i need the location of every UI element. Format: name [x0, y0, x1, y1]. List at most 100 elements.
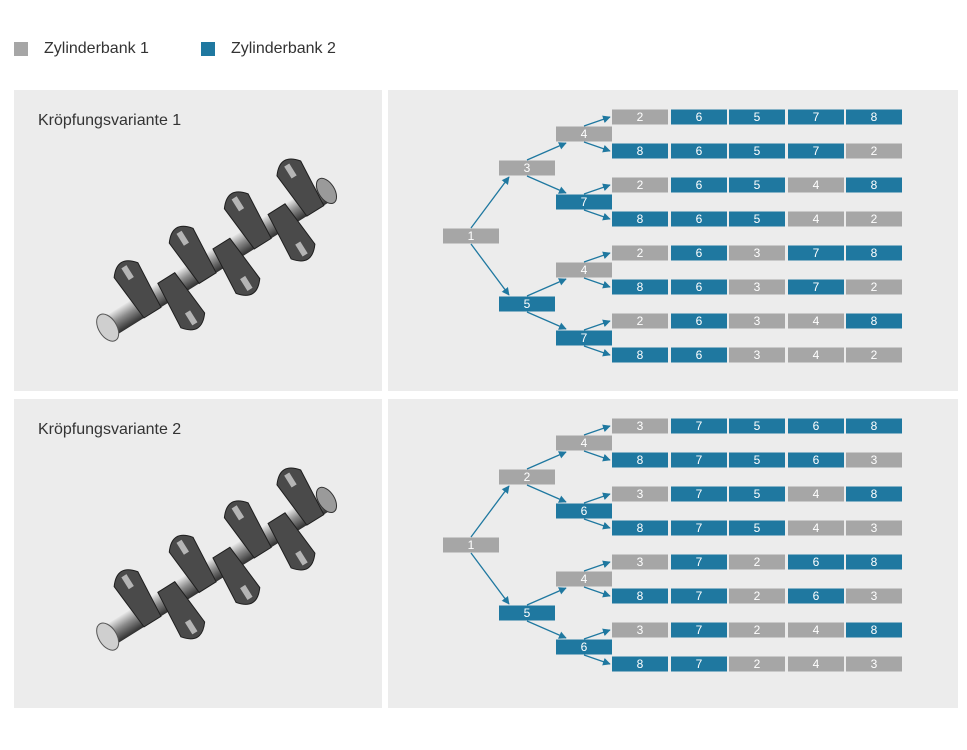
firing-node-l2-box	[556, 262, 612, 278]
firing-node-l2-label: 4	[581, 263, 588, 277]
branch-arrow	[526, 175, 567, 194]
branch-arrow	[470, 243, 510, 296]
firing-sequence-cell-box	[788, 245, 844, 261]
firing-node-l2-box	[556, 435, 612, 451]
firing-sequence-cell-box	[612, 143, 668, 159]
branch-arrow	[583, 183, 611, 195]
firing-sequence-cell-box	[846, 554, 902, 570]
firing-sequence-cell-label: 3	[754, 246, 761, 260]
firing-sequence-cell-label: 6	[696, 280, 703, 294]
crankshaft-icon	[96, 467, 338, 651]
firing-sequence-cell-label: 8	[637, 657, 644, 671]
firing-sequence-cell-label: 5	[754, 144, 761, 158]
firing-sequence-cell-box	[729, 622, 785, 638]
firing-sequence-cell-box	[612, 211, 668, 227]
firing-node-l1-box	[499, 469, 555, 485]
firing-sequence-cell-label: 8	[871, 314, 878, 328]
firing-sequence-cell-label: 5	[754, 453, 761, 467]
firing-sequence-cell-label: 6	[696, 110, 703, 124]
firing-sequence-cell-label: 4	[813, 623, 820, 637]
branch-arrow	[583, 277, 611, 289]
branch-arrow	[526, 484, 567, 503]
legend-swatch-bank2	[200, 42, 215, 56]
firing-sequence-cell-box	[612, 486, 668, 502]
firing-sequence-cell-label: 8	[637, 280, 644, 294]
firing-sequence-cell-label: 7	[696, 419, 703, 433]
firing-sequence-cell-label: 2	[754, 555, 761, 569]
firing-node-l1-label: 2	[524, 470, 531, 484]
firing-sequence-cell-box	[729, 211, 785, 227]
firing-sequence-cell-label: 3	[754, 348, 761, 362]
firing-sequence-cell-box	[788, 520, 844, 536]
firing-sequence-cell-box	[788, 622, 844, 638]
firing-sequence-cell-box	[612, 347, 668, 363]
firing-sequence-cell-box	[788, 486, 844, 502]
firing-sequence-cell-label: 6	[813, 555, 820, 569]
firing-sequence-cell-box	[729, 313, 785, 329]
firing-sequence-cell-box	[729, 588, 785, 604]
firing-node-l2-box	[556, 194, 612, 210]
firing-sequence-cell-box	[846, 520, 902, 536]
branch-arrow	[583, 628, 611, 640]
variant1-title: Kröpfungsvariante 1	[38, 112, 182, 129]
firing-node-l2-label: 6	[581, 640, 588, 654]
firing-sequence-cell-box	[788, 177, 844, 193]
legend-label-bank2: Zylinderbank 2	[230, 40, 336, 57]
firing-sequence-cell-box	[612, 279, 668, 295]
firing-sequence-cell-box	[846, 177, 902, 193]
firing-sequence-cell-label: 4	[813, 657, 820, 671]
firing-sequence-cell-label: 3	[871, 521, 878, 535]
firing-sequence-cell-label: 5	[754, 487, 761, 501]
firing-sequence-cell-box	[671, 245, 727, 261]
legend-item-bank2: Zylinderbank 2	[200, 40, 336, 58]
firing-sequence-cell-label: 5	[754, 178, 761, 192]
branch-arrow	[470, 552, 510, 605]
firing-sequence-cell-label: 3	[637, 487, 644, 501]
branch-arrow	[583, 251, 611, 263]
variant2-image-panel: Kröpfungsvariante 2	[14, 399, 382, 708]
firing-node-l2-box	[556, 330, 612, 346]
branch-arrow	[583, 560, 611, 572]
branch-arrow	[583, 492, 611, 504]
firing-sequence-cell-label: 7	[696, 521, 703, 535]
firing-sequence-cell-box	[729, 554, 785, 570]
firing-sequence-cell-label: 2	[871, 348, 878, 362]
firing-node-l2-box	[556, 126, 612, 142]
firing-sequence-cell-label: 2	[637, 110, 644, 124]
legend: Zylinderbank 1 Zylinderbank 2	[14, 38, 388, 60]
firing-sequence-cell-label: 2	[754, 589, 761, 603]
firing-sequence-cell-label: 8	[871, 246, 878, 260]
firing-sequence-cell-box	[846, 211, 902, 227]
legend-item-bank1: Zylinderbank 1	[14, 40, 149, 58]
firing-node-l2-label: 4	[581, 436, 588, 450]
firing-sequence-cell-label: 6	[813, 419, 820, 433]
branch-arrow	[526, 620, 567, 639]
branch-arrow	[583, 424, 611, 436]
firing-sequence-cell-label: 5	[754, 110, 761, 124]
firing-sequence-cell-box	[846, 109, 902, 125]
firing-sequence-cell-label: 3	[637, 419, 644, 433]
firing-sequence-cell-label: 6	[813, 589, 820, 603]
firing-sequence-cell-box	[846, 656, 902, 672]
firing-sequence-cell-box	[846, 486, 902, 502]
firing-sequence-cell-label: 7	[813, 280, 820, 294]
firing-sequence-cell-label: 2	[637, 178, 644, 192]
firing-sequence-cell-label: 2	[871, 280, 878, 294]
firing-sequence-cell-label: 8	[637, 521, 644, 535]
branch-arrow	[583, 141, 611, 153]
firing-sequence-cell-box	[612, 588, 668, 604]
firing-sequence-cell-box	[671, 520, 727, 536]
firing-node-l2-box	[556, 571, 612, 587]
firing-sequence-cell-label: 6	[696, 212, 703, 226]
firing-sequence-cell-label: 3	[754, 280, 761, 294]
firing-node-l2-box	[556, 639, 612, 655]
firing-sequence-cell-label: 7	[696, 453, 703, 467]
firing-sequence-cell-box	[788, 452, 844, 468]
firing-sequence-cell-box	[729, 656, 785, 672]
firing-sequence-cell-box	[612, 109, 668, 125]
firing-sequence-cell-box	[729, 143, 785, 159]
branch-arrow	[583, 586, 611, 598]
firing-sequence-cell-box	[846, 279, 902, 295]
